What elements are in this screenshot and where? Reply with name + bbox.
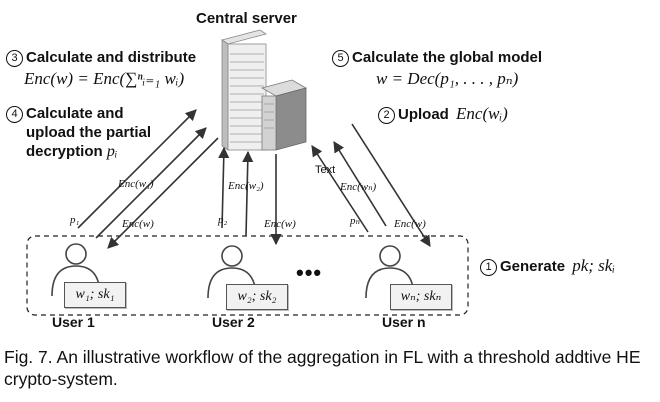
step4-var: pᵢ — [106, 143, 118, 160]
arrow-user1-up-inner — [95, 127, 207, 239]
step2-formula: Enc(wᵢ) — [456, 104, 508, 123]
step4-label: Calculate and — [26, 105, 124, 122]
step5-formula: w = Dec(p₁, . . . , pₙ) — [376, 69, 519, 88]
server-tower-icon — [260, 79, 308, 151]
step4-line3: decryption pᵢ — [26, 143, 117, 161]
arrow-user1-up-outer — [77, 109, 197, 229]
arrow-user2-up-inner — [242, 150, 254, 237]
step1-number-badge: 1 — [480, 259, 497, 276]
figure-caption: Fig. 7. An illustrative workflow of the … — [4, 347, 641, 389]
arrow-label-user2-p: p₂ — [218, 214, 228, 226]
arrow-label-usern-enc-w: Enc(w) — [394, 218, 426, 230]
step4-line2: upload the partial — [26, 124, 152, 141]
user2-label: User 2 — [212, 314, 255, 330]
central-server-title: Central server — [196, 10, 297, 27]
user2-keys-box: w₂; sk₂ — [226, 284, 288, 310]
step2-number-badge: 2 — [378, 107, 395, 124]
step3-number-badge: 3 — [6, 50, 23, 67]
arrow-label-user1-enc-wi: Enc(w₁) — [118, 178, 154, 190]
arrow-label-user1-enc-w: Enc(w) — [122, 218, 154, 230]
step4-number-badge: 4 — [6, 106, 23, 123]
arrow-label-usern-enc-wi: Enc(wₙ) — [340, 181, 377, 193]
usern-label: User n — [382, 314, 426, 330]
step4-line3-text: decryption — [26, 143, 103, 160]
stray-text-label: Text — [315, 164, 336, 176]
users-group-box — [26, 235, 469, 316]
usern-keys-box: wₙ; skₙ — [390, 284, 452, 310]
arrow-user1-down — [107, 137, 219, 249]
arrow-label-user2-enc-wi: Enc(w₂) — [228, 180, 264, 192]
arrow-label-usern-p: pₙ — [350, 215, 360, 227]
step5-number-badge: 5 — [332, 50, 349, 67]
step1-label: Generate — [500, 258, 566, 275]
arrow-usern-up-inner — [333, 141, 387, 227]
step3-formula: Enc(w) = Enc(∑ⁿᵢ₌₁ wᵢ) — [24, 69, 185, 88]
step2-label: Upload — [398, 106, 449, 123]
server-rack-icon — [221, 29, 267, 151]
users-ellipsis: ••• — [296, 260, 323, 285]
step1-formula: pk; skᵢ — [572, 256, 616, 275]
step5-label: Calculate the global model — [352, 49, 543, 66]
arrow-usern-down — [351, 123, 431, 247]
step3-label: Calculate and distribute — [26, 49, 197, 66]
arrow-label-user1-p: p₁ — [70, 214, 80, 226]
user1-keys-box: w₁; sk₁ — [64, 282, 126, 308]
arrow-user2-up-outer — [218, 146, 230, 229]
arrow-usern-up-outer — [311, 145, 369, 233]
user1-label: User 1 — [52, 314, 95, 330]
arrow-label-user2-enc-w: Enc(w) — [264, 218, 296, 230]
